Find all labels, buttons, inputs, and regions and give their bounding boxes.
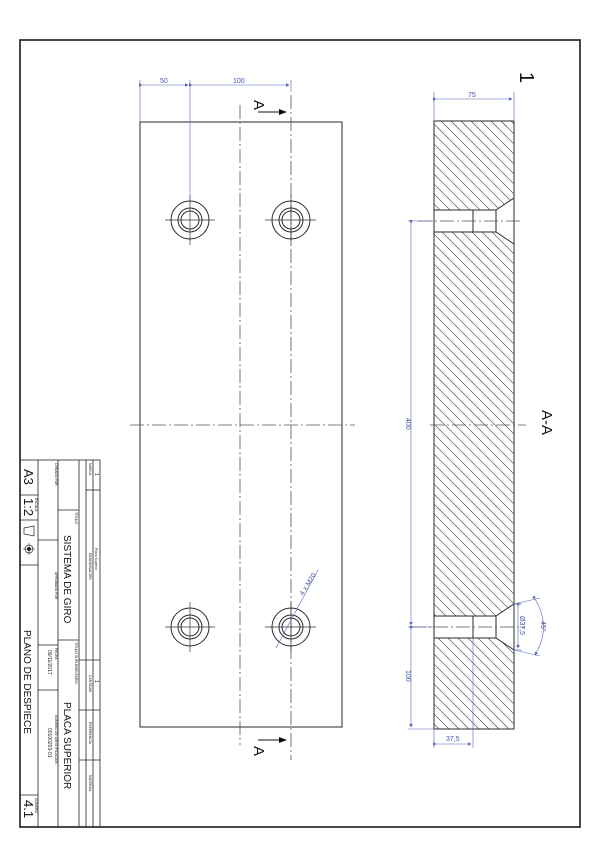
tb-titulo-label: TÍTULO: [74, 512, 78, 524]
hole-bottom-left: [170, 607, 210, 647]
section-marker-bottom: A: [250, 737, 287, 756]
tb-numero-value: 4.1: [21, 800, 36, 818]
svg-text:A: A: [250, 746, 267, 756]
tb-aprobado-por-label: APROBADO POR: [54, 572, 58, 600]
tb-marca-label: MARCA: [88, 463, 92, 476]
svg-text:A: A: [250, 100, 267, 110]
tb-numero-identificacion-value: 00100203-01: [46, 728, 52, 758]
tb-titulo-value: SISTEMA DE GIRO: [61, 535, 72, 624]
tb-denominacion-label: DENOMINACIÓN: [88, 553, 93, 580]
thread-callout: 4 x M20: [299, 572, 318, 597]
tb-fecha-label: FECHA: [54, 648, 58, 660]
hole-top-left: [170, 200, 210, 240]
tb-formato-value: A3: [21, 469, 36, 485]
dim-hole-spacing: 100: [233, 78, 245, 85]
dim-length: 400: [404, 418, 411, 430]
dim-hole-edge-distance: 100: [404, 670, 411, 682]
sheet-number: 1: [515, 72, 537, 83]
section-view: 75 400 100 37,5 Ø37,5 45° A-A: [404, 92, 555, 748]
tb-material-label: MATERIAL: [88, 775, 92, 792]
dim-counterbore-depth: 37,5: [446, 736, 460, 743]
tb-numero-label: NÚMERO: [34, 798, 39, 813]
hole-bottom-right: [271, 607, 311, 647]
tb-titulo-suplementario-label: TÍTULO SUPLEMENTARIO: [74, 642, 78, 684]
front-view: 50 100 A A 4 x M20: [130, 78, 355, 760]
section-hatching: [434, 121, 514, 729]
tb-creado-por-label: CREADO POR: [54, 463, 58, 486]
section-label: A-A: [538, 410, 555, 435]
section-marker-top: A: [250, 100, 287, 115]
dim-countersink-diameter: Ø37,5: [518, 616, 525, 635]
projection-symbol-icon: [23, 525, 35, 555]
tb-escala-value: 1:2: [21, 498, 36, 516]
tb-denominacion-value: Placa Superior: [94, 548, 98, 571]
tb-cantidad-value: 1: [93, 680, 99, 683]
sheet-frame: [19, 39, 581, 828]
tb-marca-value: 1: [93, 473, 99, 476]
tb-tipo-plano-value: PLANO DE DESPIECE: [21, 630, 32, 734]
tb-cantidad-label: CANTIDAD: [88, 675, 92, 693]
hole-top-right: [271, 200, 311, 240]
tb-referencia-label: REFERENCIA: [88, 722, 92, 745]
tb-escala-label: ESCALA: [34, 498, 38, 512]
dim-hole-offset: 50: [160, 78, 168, 85]
tb-titulo-suplementario-value: PLACA SUPERIOR: [61, 702, 72, 789]
dim-thickness: 75: [468, 92, 476, 99]
dim-countersink-angle: 45°: [539, 621, 547, 632]
plate-outline: [139, 121, 343, 728]
tb-fecha-value: 09/11/2017: [46, 650, 52, 675]
tb-numero-identificacion-label: NÚMERO DE IDENTIFICACIÓN: [54, 715, 59, 765]
title-block: 1 Placa Superior 1 MARCA DENOMINACIÓN CA…: [19, 459, 101, 828]
